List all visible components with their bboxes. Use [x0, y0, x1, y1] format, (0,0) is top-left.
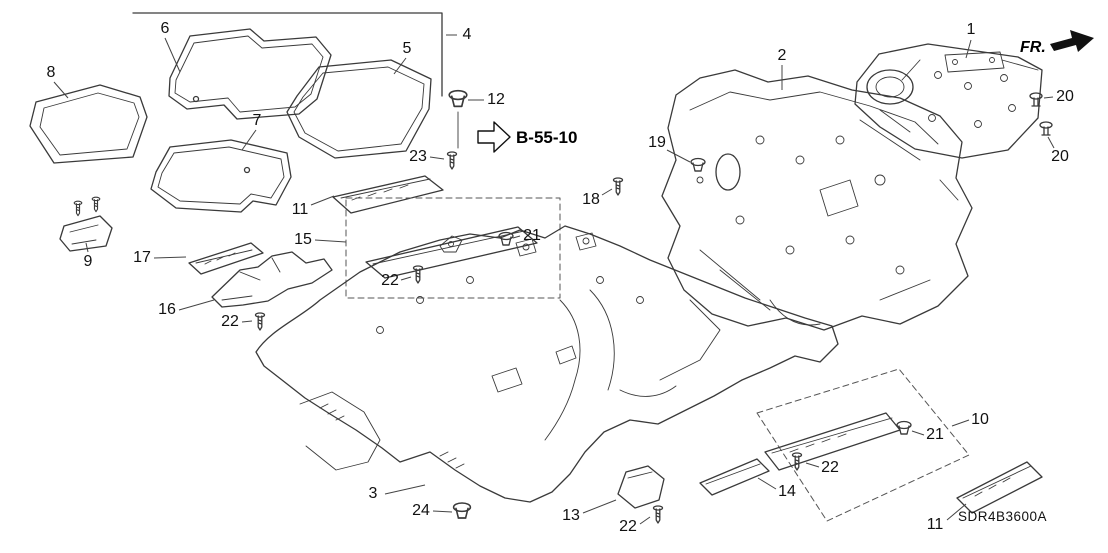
mat-group-bracket	[132, 12, 443, 97]
leader-line-22-16	[400, 276, 412, 281]
clip-19	[690, 157, 706, 172]
garnish-group-15	[345, 197, 561, 299]
part-label-16-19: 16	[158, 301, 176, 318]
leader-line-20-10	[1047, 136, 1055, 149]
part-label-10-26: 10	[971, 411, 989, 428]
part-label-6-0: 6	[161, 20, 170, 37]
leader-line-22-28	[805, 462, 820, 468]
leader-line-11-29	[946, 503, 967, 521]
part-label-4-1: 4	[463, 26, 472, 43]
leader-line-17-17	[153, 256, 187, 259]
screw-18	[612, 177, 624, 196]
part-label-19-11: 19	[648, 134, 666, 151]
screw-23	[446, 151, 458, 170]
leader-line-21-27	[911, 430, 925, 436]
part-label-9-18: 9	[84, 253, 93, 270]
garnish-11-upper	[332, 175, 444, 214]
part-label-13-23: 13	[562, 507, 580, 524]
floor-mat-6	[168, 28, 332, 120]
part-label-2-7: 2	[778, 47, 787, 64]
floor-mat-8	[29, 84, 148, 164]
part-label-5-3: 5	[403, 40, 412, 57]
reference-arrow-icon	[477, 121, 511, 153]
floor-carpet-3	[255, 225, 839, 503]
part-label-20-9: 20	[1056, 88, 1074, 105]
reference-code: B-55-10	[516, 128, 577, 147]
leader-line-19-11	[666, 149, 691, 163]
leader-line-6-0	[164, 37, 181, 73]
leader-line-16-19	[178, 299, 215, 311]
leader-line-23-6	[429, 156, 445, 160]
leader-line-10-26	[951, 419, 970, 427]
part-label-11-13: 11	[292, 201, 309, 218]
garnish-17	[188, 242, 264, 275]
part-label-20-10: 20	[1051, 148, 1069, 165]
diagram-code: SDR4B3600A	[958, 509, 1047, 524]
part-label-22-16: 22	[381, 272, 399, 289]
leader-line-11-13	[310, 195, 335, 206]
part-label-8-2: 8	[47, 64, 56, 81]
leader-line-5-3	[393, 57, 407, 75]
leader-line-22-24	[639, 516, 651, 525]
part-label-24-22: 24	[412, 502, 430, 519]
part-label-14-25: 14	[778, 483, 796, 500]
garnish-11-lower	[956, 461, 1043, 514]
part-label-3-21: 3	[369, 485, 378, 502]
part-label-18-12: 18	[582, 191, 600, 208]
part-label-11-29: 11	[927, 516, 944, 533]
leader-line-13-23	[582, 499, 617, 514]
fr-label: FR.	[1020, 39, 1046, 56]
part-label-7-4: 7	[253, 112, 262, 129]
part-label-22-24: 22	[619, 518, 637, 535]
garnish-group-10	[756, 368, 970, 522]
leader-line-8-2	[53, 81, 69, 99]
part-label-1-8: 1	[967, 21, 976, 38]
leader-line-24-22	[432, 510, 453, 513]
fr-arrow-icon	[1050, 30, 1094, 52]
bracket-9	[59, 196, 113, 252]
leader-line-9-18	[85, 242, 89, 253]
insulator-upper-1	[854, 43, 1043, 159]
bracket-16	[211, 251, 333, 308]
garnish-14	[699, 458, 770, 496]
leader-line-20-9	[1043, 96, 1054, 99]
part-label-17-17: 17	[133, 249, 151, 266]
leader-line-22-20	[241, 320, 253, 323]
clip-24	[452, 502, 472, 519]
part-label-21-15: 21	[523, 227, 541, 244]
part-label-21-27: 21	[926, 426, 944, 443]
clip-12	[448, 89, 468, 149]
leader-line-1-8	[965, 39, 972, 59]
screw-22-near-16	[254, 312, 266, 331]
floor-mat-7	[150, 139, 292, 213]
bracket-13	[617, 465, 665, 524]
leader-line-3-21	[384, 484, 426, 495]
part-label-22-20: 22	[221, 313, 239, 330]
leader-line-18-12	[601, 188, 613, 196]
leader-line-14-25	[757, 477, 777, 490]
dashboard-insulator-2	[661, 69, 973, 331]
part-label-15-14: 15	[294, 231, 312, 248]
part-label-23-6: 23	[409, 148, 427, 165]
floor-mat-5	[286, 59, 432, 159]
leader-line-21-15	[512, 235, 521, 239]
part-label-22-28: 22	[821, 459, 839, 476]
leader-line-7-4	[241, 129, 257, 151]
clip-20-b	[1039, 121, 1053, 136]
part-label-12-5: 12	[487, 91, 505, 108]
leader-line-15-14	[314, 239, 347, 243]
